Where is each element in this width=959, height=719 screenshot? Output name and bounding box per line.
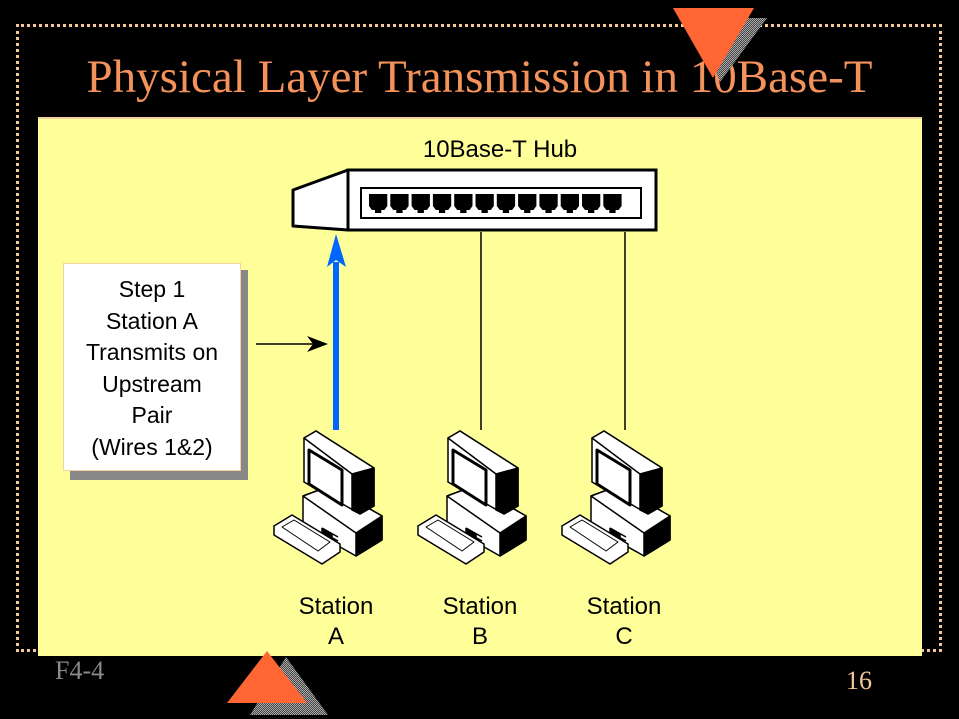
hub-port-icon bbox=[390, 194, 409, 213]
workstation-icon bbox=[417, 430, 527, 565]
upstream-transmit-arrow bbox=[327, 234, 346, 430]
hub-port-icon bbox=[411, 194, 430, 213]
workstation-icon bbox=[273, 430, 383, 565]
figure-code: F4-4 bbox=[55, 656, 105, 685]
hub-port-icon bbox=[539, 194, 558, 213]
hub-icon bbox=[291, 168, 658, 232]
station-c-label-line2: C bbox=[615, 623, 633, 650]
callout-line: (Wires 1&2) bbox=[91, 433, 213, 460]
station-a-label-line1: Station bbox=[298, 593, 374, 620]
hub-port-icon bbox=[432, 194, 452, 213]
callout-line: Station A bbox=[105, 307, 199, 334]
hub-port-icon bbox=[369, 194, 388, 213]
slide-title: Physical Layer Transmission in 10Base-T bbox=[86, 51, 873, 103]
callout-line: Pair bbox=[131, 402, 173, 428]
hub-port-icon bbox=[560, 194, 579, 213]
station-a-label: Station A bbox=[281, 592, 391, 652]
callout-line: Step 1 bbox=[118, 276, 186, 302]
station-c-label: Station C bbox=[569, 592, 679, 652]
top-triangle bbox=[673, 8, 754, 78]
station-b-label: Station B bbox=[425, 592, 535, 652]
hub-port-icon bbox=[603, 194, 622, 213]
step-callout: Step 1 Station A Transmits on Upstream P… bbox=[63, 263, 241, 471]
hub-port-icon bbox=[475, 194, 494, 213]
hub-port-icon bbox=[518, 194, 537, 213]
callout-pointer-arrow bbox=[256, 336, 328, 352]
bottom-triangle bbox=[227, 651, 307, 703]
hub-label: 10Base-T Hub bbox=[422, 136, 578, 163]
callout-line: Upstream bbox=[102, 370, 202, 397]
station-a-label-line2: A bbox=[327, 623, 344, 650]
station-b-label-line1: Station bbox=[442, 593, 518, 620]
hub-port-icon bbox=[454, 194, 473, 213]
workstation-icon bbox=[561, 430, 671, 565]
station-c-label-line1: Station bbox=[586, 593, 662, 620]
hub-port-icon bbox=[582, 194, 601, 213]
page-number: 16 bbox=[846, 666, 872, 695]
station-b-label-line2: B bbox=[471, 623, 488, 650]
callout-line: Transmits on bbox=[85, 339, 219, 365]
hub-port-icon bbox=[496, 194, 516, 213]
